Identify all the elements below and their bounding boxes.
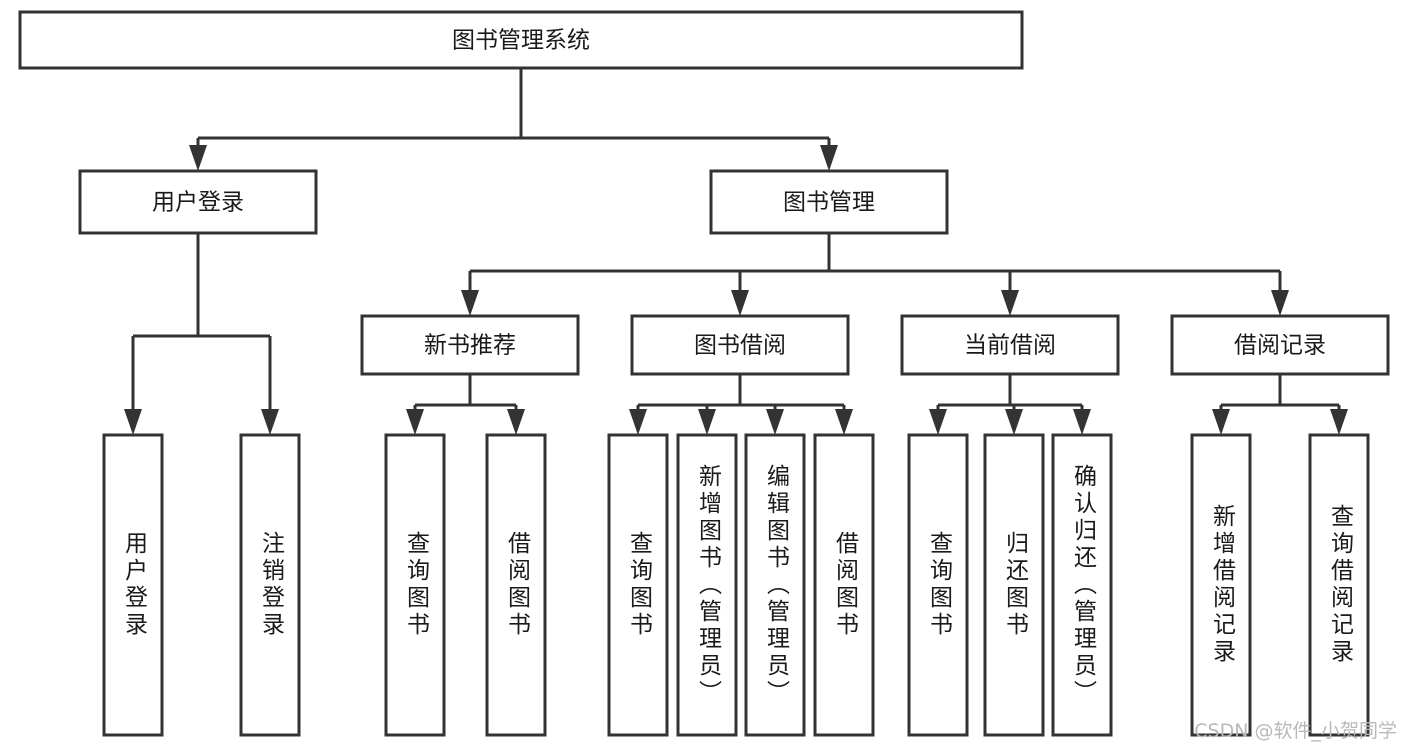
node-box-level2-0[interactable]: [78, 169, 318, 235]
node-label-level2-0: 用户登录: [152, 190, 244, 216]
node-box-level3-0[interactable]: [360, 314, 580, 376]
node-box-leaf-7[interactable]: [813, 433, 875, 737]
arrow-head-icon: [1212, 409, 1230, 435]
node-box-leaf-8[interactable]: [907, 433, 969, 737]
node-label-level3-0: 新书推荐: [424, 333, 516, 359]
node-box-level2-1[interactable]: [709, 169, 949, 235]
node-label-level3-3: 借阅记录: [1234, 333, 1326, 359]
node-box-leaf-6[interactable]: [744, 433, 806, 737]
arrow-head-icon: [189, 145, 207, 171]
node-box-leaf-9[interactable]: [983, 433, 1045, 737]
arrow-head-icon: [820, 145, 838, 171]
node-box-leaf-4[interactable]: [607, 433, 669, 737]
arrow-head-icon: [406, 409, 424, 435]
arrow-head-icon: [261, 409, 279, 435]
node-box-level3-1[interactable]: [630, 314, 850, 376]
watermark-credit: CSDN @软件_小贺同学: [1194, 720, 1397, 742]
node-box-leaf-3[interactable]: [485, 433, 547, 737]
node-box-leaf-12[interactable]: [1308, 433, 1370, 737]
node-box-level3-3[interactable]: [1170, 314, 1390, 376]
node-box-leaf-2[interactable]: [384, 433, 446, 737]
arrow-head-icon: [835, 409, 853, 435]
arrow-head-icon: [1271, 290, 1289, 316]
arrow-head-icon: [731, 290, 749, 316]
arrow-head-icon: [1073, 409, 1091, 435]
node-label-root: 图书管理系统: [452, 28, 590, 54]
arrow-head-icon: [461, 290, 479, 316]
arrow-head-icon: [1330, 409, 1348, 435]
node-box-level3-2[interactable]: [900, 314, 1120, 376]
node-box-leaf-0[interactable]: [102, 433, 164, 737]
arrow-head-icon: [124, 409, 142, 435]
node-box-leaf-1[interactable]: [239, 433, 301, 737]
node-label-level3-2: 当前借阅: [964, 333, 1056, 359]
arrow-head-icon: [929, 409, 947, 435]
node-box-root[interactable]: [18, 10, 1024, 70]
node-box-leaf-5[interactable]: [676, 433, 738, 737]
arrow-head-icon: [698, 409, 716, 435]
arrow-head-icon: [629, 409, 647, 435]
node-box-leaf-10[interactable]: [1051, 433, 1113, 737]
connectors-layer: [124, 68, 1348, 435]
node-box-leaf-11[interactable]: [1190, 433, 1252, 737]
arrow-head-icon: [1005, 409, 1023, 435]
node-label-level3-1: 图书借阅: [694, 333, 786, 359]
node-label-level2-1: 图书管理: [783, 190, 875, 216]
boxes-layer: [18, 10, 1390, 737]
arrow-head-icon: [1001, 290, 1019, 316]
arrow-head-icon: [766, 409, 784, 435]
arrow-head-icon: [507, 409, 525, 435]
